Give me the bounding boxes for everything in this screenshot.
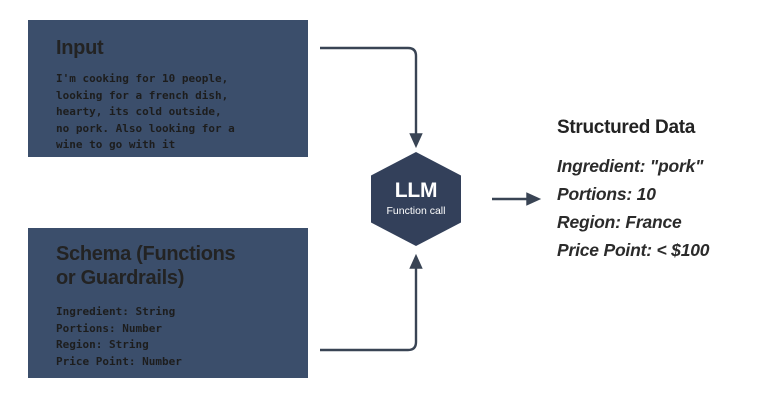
output-line-portions: Portions: 10 bbox=[557, 184, 656, 204]
input-to-llm-arrow bbox=[320, 46, 423, 149]
structured-data-title: Structured Data bbox=[557, 117, 696, 138]
output-line-region: Region: France bbox=[557, 212, 682, 232]
hexagon-shape bbox=[371, 152, 461, 246]
llm-node-title: LLM bbox=[394, 179, 438, 202]
schema-to-llm-arrow bbox=[320, 253, 423, 352]
input-panel-title: Input bbox=[56, 37, 104, 59]
llm-node-subtitle: Function call bbox=[386, 205, 446, 217]
llm-node-text: LLM Function call bbox=[371, 152, 461, 246]
output-line-price-point: Price Point: < $100 bbox=[557, 240, 710, 260]
llm-hexagon-node: LLM Function call bbox=[371, 152, 461, 246]
output-line-ingredient: Ingredient: "pork" bbox=[557, 156, 704, 176]
input-panel: Input I'm cooking for 10 people, looking… bbox=[28, 20, 308, 157]
schema-panel: Schema (Functions or Guardrails) Ingredi… bbox=[28, 228, 308, 378]
schema-panel-title: Schema (Functions or Guardrails) bbox=[56, 243, 236, 289]
structured-data-column: Structured Data Ingredient: "pork" Porti… bbox=[557, 116, 762, 264]
input-panel-body: I'm cooking for 10 people, looking for a… bbox=[56, 72, 235, 151]
schema-panel-body: Ingredient: String Portions: Number Regi… bbox=[56, 305, 182, 368]
